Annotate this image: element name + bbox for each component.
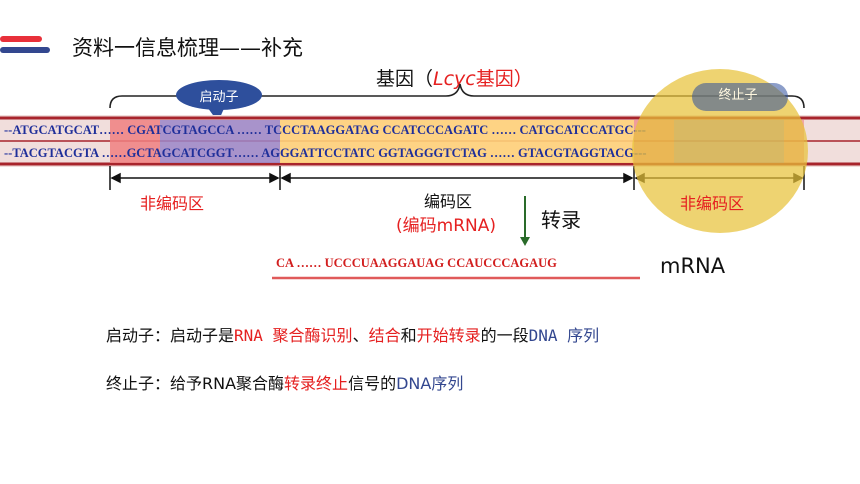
- left-noncoding-label: 非编码区: [140, 194, 205, 213]
- terminator-definition: 终止子：给予RNA聚合酶转录终止信号的DNA序列: [106, 370, 463, 394]
- gene-title-prefix: 基因（: [376, 68, 434, 90]
- promoter-definition: 启动子：启动子是RNA 聚合酶识别、结合和开始转录的一段DNA 序列: [106, 322, 599, 346]
- title-accent-blue: [0, 47, 50, 53]
- promoter-def-sep-2: 和: [400, 326, 417, 345]
- promoter-def-highlight-2: 结合: [368, 326, 401, 345]
- dna-top-strand: --ATGCATGCAT…… CGATCGTAGCCA …… TCCCTAAGG…: [4, 123, 646, 137]
- promoter-def-highlight-3: 开始转录: [416, 326, 481, 345]
- promoter-red-highlight: [110, 120, 160, 163]
- slide-title: 资料一信息梳理——补充: [72, 36, 303, 60]
- terminator-def-lead: 终止子：给予RNA聚合酶: [106, 374, 285, 393]
- title-accent-red: [0, 36, 42, 42]
- gene-title: 基因（Lcyc基因）: [376, 64, 533, 91]
- terminator-def-highlight: 转录终止: [284, 374, 349, 393]
- transcription-label: 转录: [541, 208, 581, 232]
- coding-label: 编码区: [424, 192, 473, 211]
- gene-brace: [109, 83, 805, 109]
- terminator-def-mid: 信号的: [348, 374, 397, 393]
- dna-bottom-strand: --TACGTACGTA ……GCTAGCATCGGT…… AGGGATTCCT…: [4, 146, 647, 160]
- gene-name: Lcyc: [433, 68, 476, 90]
- promoter-def-mid: 的一段: [480, 326, 529, 345]
- coding-orange-highlight: [280, 120, 634, 163]
- terminator-highlight-circle: [632, 69, 808, 233]
- terminator-bubble: 终止子: [718, 88, 758, 103]
- promoter-def-dna: DNA 序列: [528, 326, 600, 345]
- promoter-def-highlight-1: RNA 聚合酶识别: [234, 326, 353, 345]
- terminator-def-dna: DNA序列: [396, 374, 464, 393]
- promoter-purple-highlight: [160, 120, 280, 163]
- coding-note: (编码mRNA): [396, 216, 496, 236]
- right-noncoding-label: 非编码区: [680, 194, 745, 213]
- gene-title-suffix: 基因）: [475, 68, 533, 90]
- promoter-def-lead: 启动子：启动子是: [106, 326, 235, 345]
- mrna-sequence: CA …… UCCCUAAGGAUAG CCAUCCCAGAUG: [276, 256, 557, 270]
- promoter-def-sep-1: 、: [352, 326, 369, 345]
- mrna-label: mRNA: [660, 254, 726, 278]
- promoter-bubble: 启动子: [176, 80, 262, 110]
